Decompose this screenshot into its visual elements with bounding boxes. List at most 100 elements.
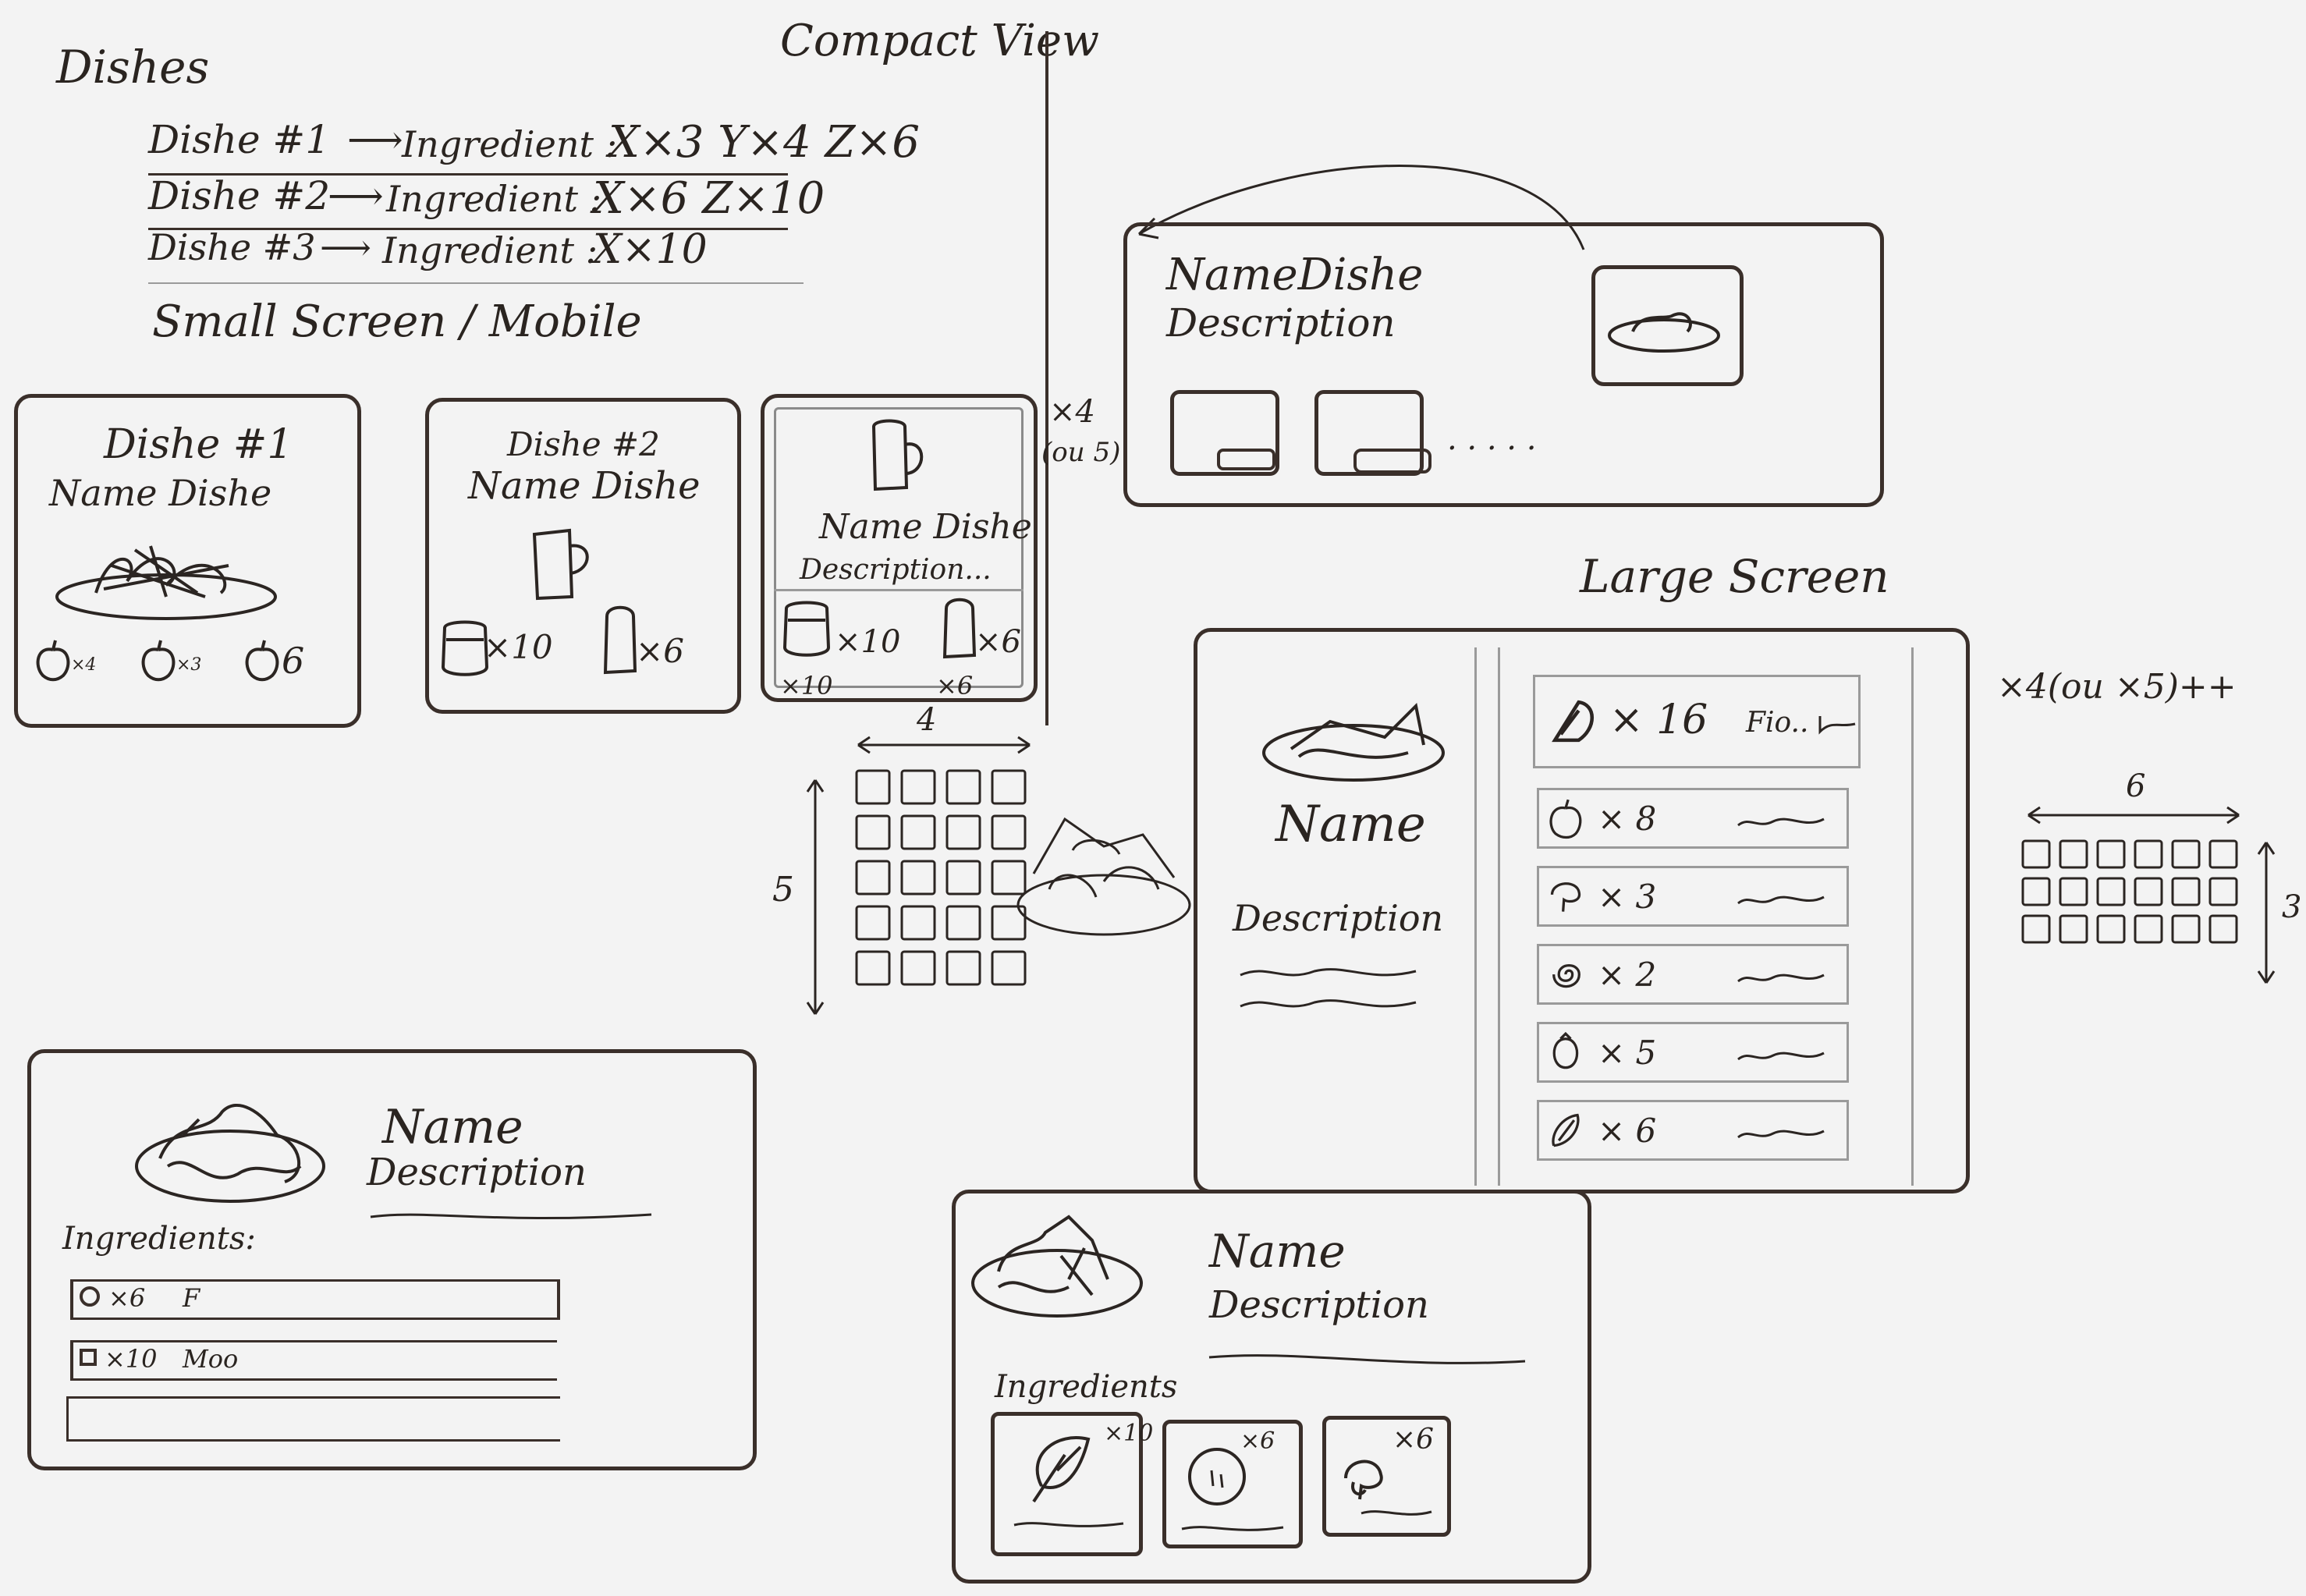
mushroom-icon <box>1344 1459 1383 1500</box>
arrow-horizontal <box>2028 806 2240 825</box>
ingredient-thumbnail[interactable] <box>1170 390 1279 476</box>
text-squiggle <box>1818 716 1856 735</box>
grid-rows-label: 5 <box>772 870 794 910</box>
ingredient-qty: ×10 <box>835 624 901 660</box>
ingredient-qty: × 3 <box>1598 878 1657 916</box>
ingredient-text: Fio.. <box>1746 707 1809 739</box>
large-card-description: Description <box>1233 897 1444 939</box>
ingredient-row[interactable]: ×6 F <box>70 1279 560 1320</box>
detail-card[interactable]: Name Description Ingredients: ×6 F ×10 M… <box>27 1049 757 1470</box>
ingredient-row[interactable]: × 2 <box>1537 944 1849 1005</box>
underline <box>148 173 788 176</box>
grid-cell <box>2208 839 2238 869</box>
ingredient-tile[interactable]: ×6 <box>1322 1416 1451 1537</box>
card-description: Description... <box>800 554 992 586</box>
leaf-icon <box>1552 700 1594 743</box>
mobile-card[interactable]: Dishe #2 Name Dishe ×10 ×6 <box>425 398 741 714</box>
ingredient-thumbnail[interactable] <box>1314 390 1431 476</box>
ingredient-icon <box>80 1349 97 1366</box>
text-squiggle <box>1737 974 1825 983</box>
mobile-card[interactable]: Dishe #1 Name Dishe ×4 ×3 6 <box>14 394 361 728</box>
ingredients-label: Ingredients <box>995 1369 1178 1405</box>
more-indicator: . . . . . <box>1447 421 1537 457</box>
detail-card[interactable]: Name Description Ingredients ×10 ×6 ×6 <box>952 1190 1591 1584</box>
ingredient-qty: ×6 <box>1240 1428 1275 1455</box>
ingredient-qty: ×6 <box>975 624 1021 660</box>
ingredient-text: F <box>183 1283 200 1313</box>
grid-cell <box>855 860 891 896</box>
ingredient-mini-icon <box>1217 449 1275 470</box>
arrow-vertical <box>806 779 825 1015</box>
description-squiggle <box>1240 968 1417 1008</box>
ingredient-tile[interactable]: ×6 <box>1162 1420 1303 1548</box>
compact-card[interactable]: NameDishe Description . . . . . <box>1123 222 1884 507</box>
detail-card-description: Description <box>367 1151 587 1194</box>
grid-cell <box>2208 877 2238 906</box>
grid-large-cells <box>2021 839 2238 944</box>
leaf-icon <box>1032 1436 1091 1503</box>
ingredient-qty: ×10 <box>780 671 833 700</box>
grid-rows-label: 3 <box>2282 889 2302 925</box>
text-squiggle <box>1737 1052 1825 1061</box>
grid-cell <box>945 814 981 850</box>
grid-cell <box>2021 839 2051 869</box>
inner-frame <box>774 407 1024 688</box>
dish-name: Dishe #2 <box>148 173 331 218</box>
ingredient-label: Ingredient : <box>386 178 602 220</box>
grid-cell <box>991 769 1027 805</box>
section-label-compact-view: Compact View <box>780 16 1100 66</box>
ingredient-tile[interactable]: ×10 <box>991 1412 1153 1556</box>
section-label-small-screen: Small Screen / Mobile <box>152 296 642 347</box>
ingredient-qty: ×10 <box>1104 1420 1154 1447</box>
card-dish-name: Name Dishe <box>49 472 272 514</box>
underline <box>148 282 804 284</box>
grid-cell <box>991 814 1027 850</box>
grid-cell <box>2021 914 2051 944</box>
ingredient-row[interactable]: × 8 <box>1537 788 1849 849</box>
grid-cell <box>2096 914 2126 944</box>
ingredient-qty: ×3 <box>176 655 202 675</box>
dish-thumbnail[interactable] <box>1591 265 1744 386</box>
jar-icon <box>441 620 489 676</box>
ingredient-qty: ×10 <box>484 628 553 666</box>
divider <box>774 589 1024 591</box>
ingredient-icon <box>80 1286 100 1307</box>
dish-doodle-icon <box>1016 817 1191 936</box>
apple-icon <box>1549 799 1582 839</box>
grid-cell <box>991 905 1027 941</box>
grid-cell <box>991 860 1027 896</box>
ingredient-row[interactable]: × 6 <box>1537 1100 1849 1161</box>
grid-cols-label: 4 <box>917 702 937 738</box>
ingredient-text: Moo <box>183 1344 239 1374</box>
multiplier-alt-label: (ou 5) <box>1041 437 1121 468</box>
ingredient-row[interactable]: × 5 <box>1537 1022 1849 1083</box>
arrow: ⟶ <box>328 173 384 218</box>
ingredient-values: X×10 <box>593 226 708 273</box>
grid-cell <box>2171 877 2201 906</box>
ingredient-qty: × 2 <box>1598 956 1657 994</box>
ingredient-row-empty[interactable] <box>66 1396 560 1442</box>
apple-icon <box>141 640 176 682</box>
card-title: Dishe #1 <box>104 421 293 468</box>
tile-squiggle <box>1361 1510 1432 1516</box>
card-dish-name: Name Dishe <box>819 507 1032 547</box>
mushroom-icon <box>1550 882 1580 912</box>
mobile-card[interactable]: Name Dishe Description... ×10 ×6 ×10 ×6 <box>761 394 1038 702</box>
ingredient-label: Ingredient : <box>382 229 598 271</box>
apple-icon <box>36 640 70 682</box>
dish-name: Dishe #3 <box>148 226 316 268</box>
grid-cell <box>2059 877 2088 906</box>
mug-icon <box>532 528 589 601</box>
pepper-icon <box>1552 1113 1580 1147</box>
tomato-icon <box>1188 1448 1246 1506</box>
ingredient-row[interactable]: ×10 Moo <box>70 1340 557 1381</box>
dish-icon <box>135 1103 325 1203</box>
ingredient-mini-icon <box>1353 449 1431 473</box>
bottle-icon <box>942 598 977 659</box>
ingredient-row[interactable]: × 3 <box>1537 866 1849 927</box>
multiplier-label: ×4(ou ×5)++ <box>1997 667 2237 707</box>
detail-card-description: Description <box>1209 1283 1429 1327</box>
compact-card-description: Description <box>1166 300 1396 346</box>
